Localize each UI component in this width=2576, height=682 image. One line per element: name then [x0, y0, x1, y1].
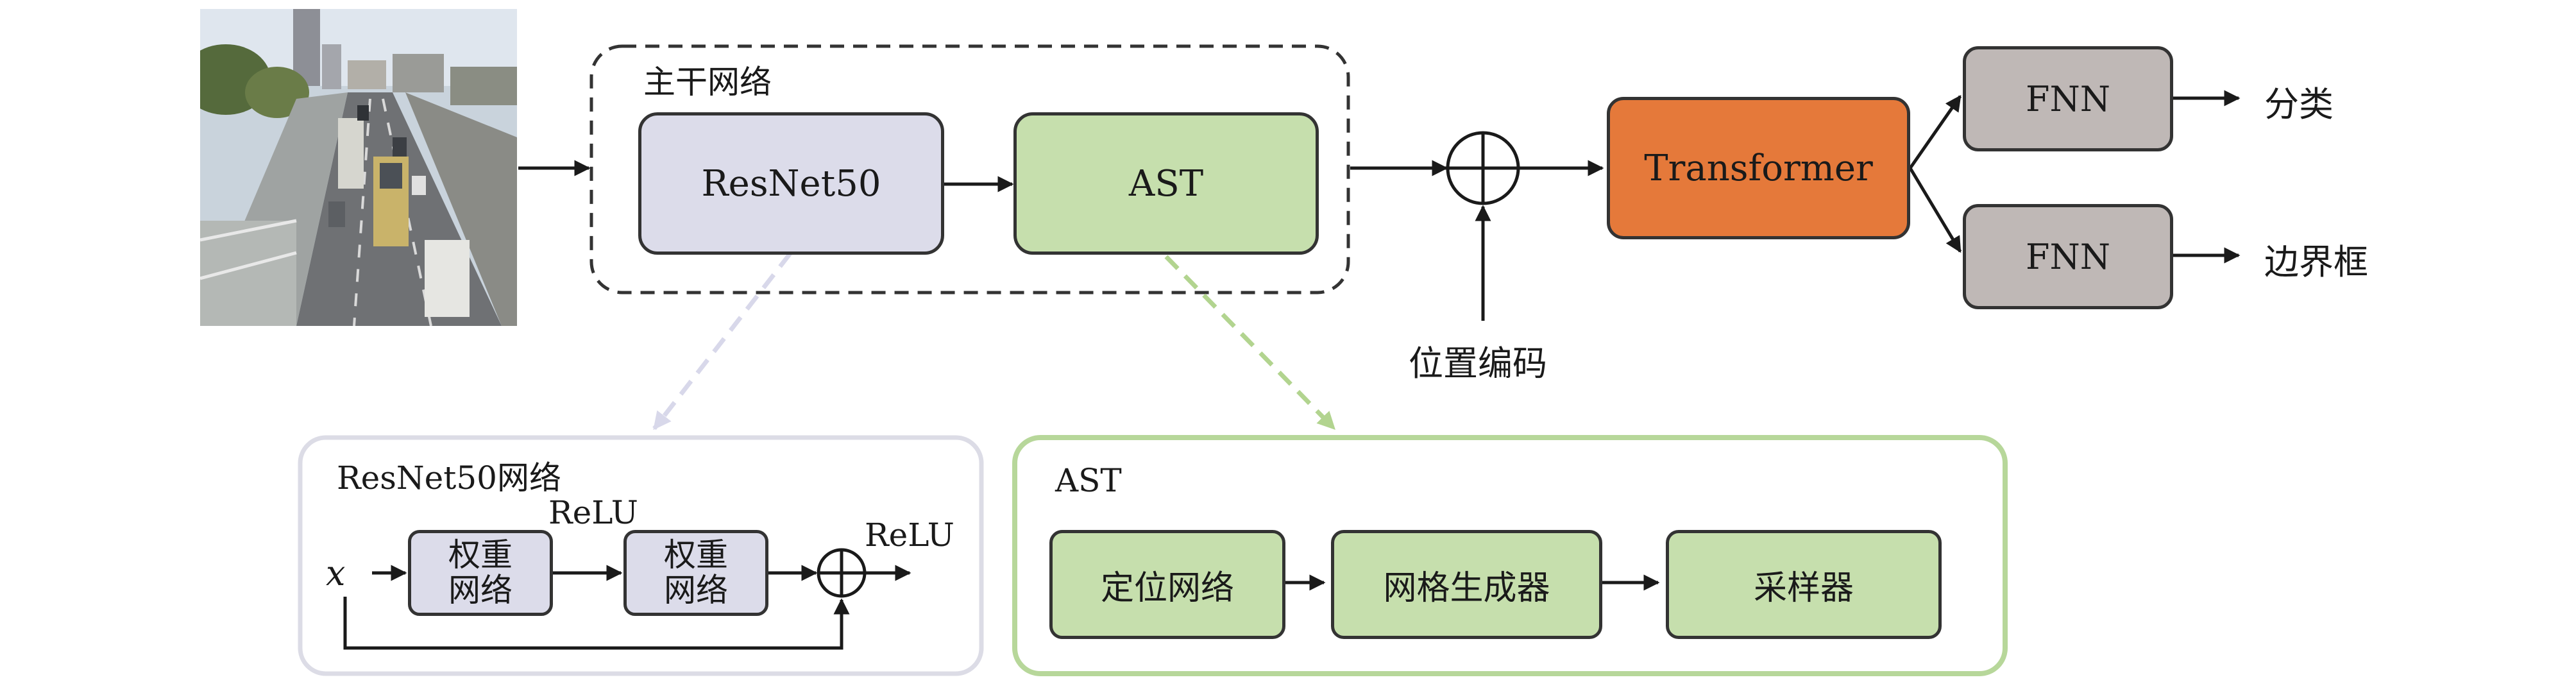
resnet50-label: ResNet50	[701, 162, 881, 205]
bbox-output-label: 边界框	[2264, 242, 2368, 282]
transformer-box: Transformer	[1607, 97, 1910, 239]
sampler-box: 采样器	[1666, 530, 1942, 639]
fnn-class-label: FNN	[2026, 78, 2110, 119]
residual-input-x: x	[326, 553, 346, 593]
ast-detail-title: AST	[1055, 462, 1122, 499]
resnet-detail-panel	[298, 435, 984, 676]
fnn-class-box: FNN	[1963, 46, 2173, 151]
fnn-bbox-box: FNN	[1963, 204, 2173, 309]
residual-skip-connection	[343, 597, 850, 650]
backbone-title: 主干网络	[643, 64, 772, 101]
expand-arrow-ast	[1164, 255, 1336, 431]
resnet50-box: ResNet50	[638, 112, 944, 255]
relu-mid-label: ReLU	[548, 494, 638, 531]
ast-detail-panel	[1012, 435, 2008, 676]
localization-network-label: 定位网络	[1100, 568, 1234, 608]
localization-network-box: 定位网络	[1049, 530, 1285, 639]
ast-box: AST	[1013, 112, 1319, 255]
relu-out-label: ReLU	[865, 516, 954, 554]
backbone-frame	[589, 44, 1350, 294]
ast-label: AST	[1128, 162, 1204, 205]
add-operator-icon	[1446, 131, 1520, 205]
sampler-label: 采样器	[1753, 568, 1854, 608]
grid-generator-label: 网格生成器	[1383, 568, 1550, 608]
grid-generator-box: 网格生成器	[1331, 530, 1602, 639]
residual-add-icon	[817, 548, 867, 598]
input-image	[200, 9, 517, 326]
position-encoding-label: 位置编码	[1409, 343, 1547, 384]
weight-layer-2: 权重网络	[623, 530, 768, 616]
weight-layer-2-label: 权重网络	[664, 536, 728, 609]
arrow-transformer-to-fnn-bottom	[1908, 167, 1962, 253]
classification-output-label: 分类	[2264, 84, 2334, 124]
weight-layer-1: 权重网络	[408, 530, 553, 616]
resnet-detail-title: ResNet50网络	[337, 459, 561, 497]
fnn-bbox-label: FNN	[2026, 236, 2110, 277]
weight-layer-1-label: 权重网络	[448, 536, 513, 609]
expand-arrow-resnet	[652, 251, 792, 431]
transformer-label: Transformer	[1644, 147, 1873, 189]
arrow-transformer-to-fnn-top	[1908, 94, 1962, 169]
